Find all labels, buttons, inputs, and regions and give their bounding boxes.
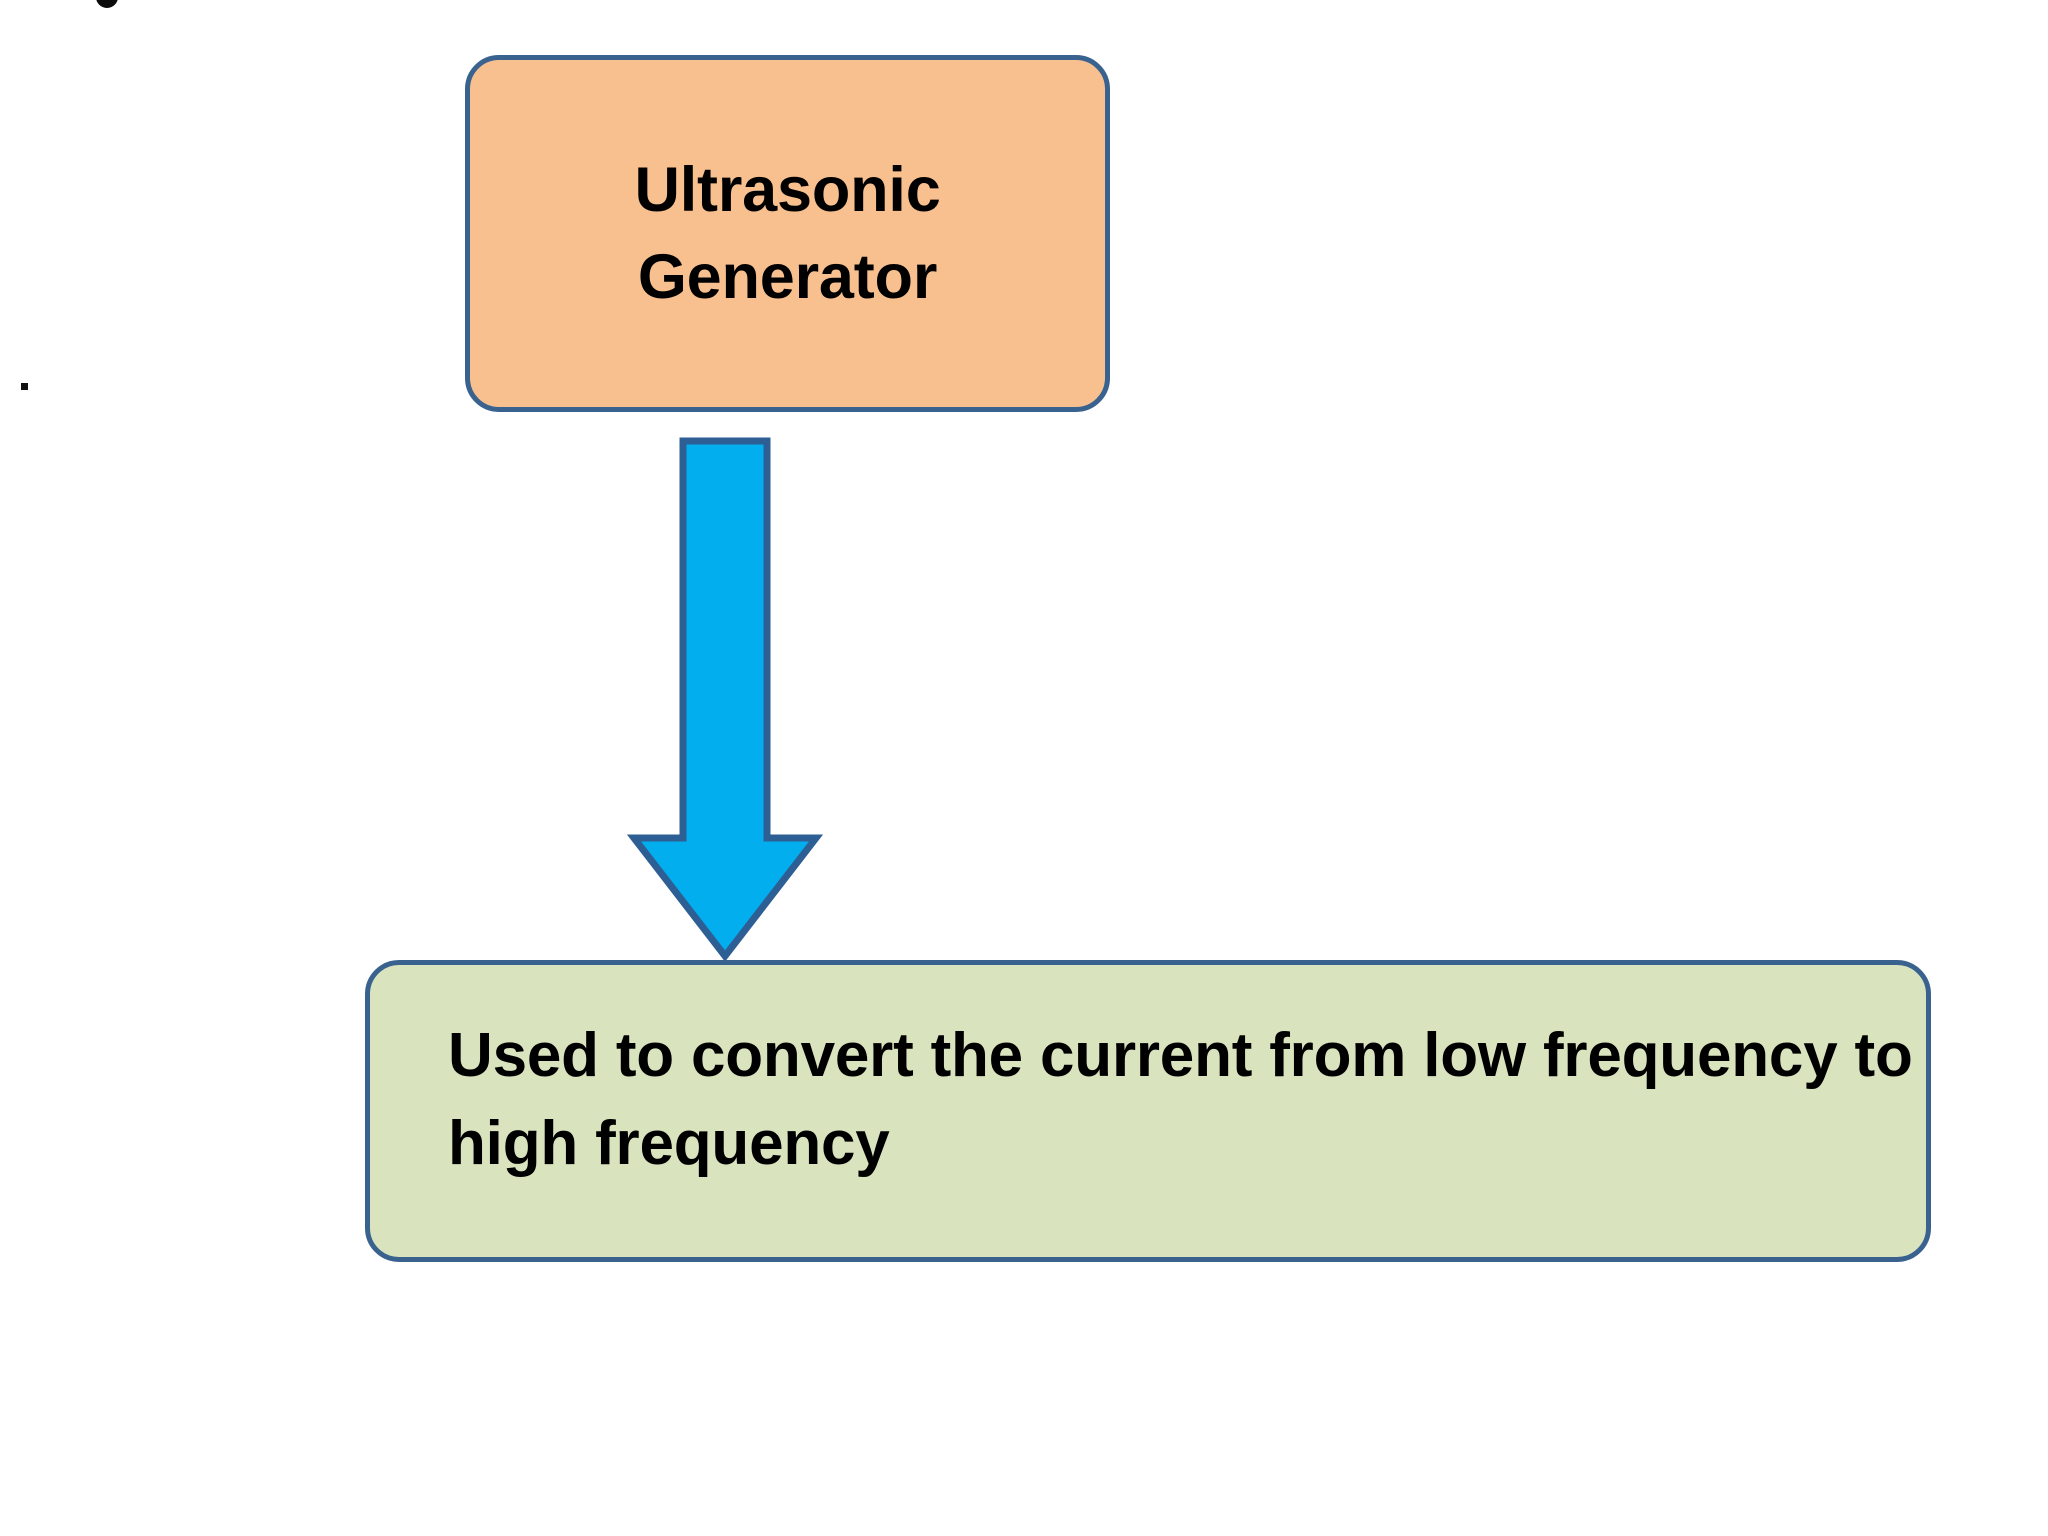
node-ultrasonic-generator[interactable]: Ultrasonic Generator xyxy=(465,55,1110,412)
node-description-label: Used to convert the current from low fre… xyxy=(448,1020,1913,1178)
stray-dot-artifact xyxy=(21,383,28,390)
down-arrow-icon xyxy=(626,437,824,962)
down-arrow-connector xyxy=(626,437,824,962)
node-description[interactable]: Used to convert the current from low fre… xyxy=(365,960,1931,1262)
stray-glyph-artifact xyxy=(96,0,118,8)
node-ultrasonic-generator-label: Ultrasonic Generator xyxy=(634,154,941,312)
